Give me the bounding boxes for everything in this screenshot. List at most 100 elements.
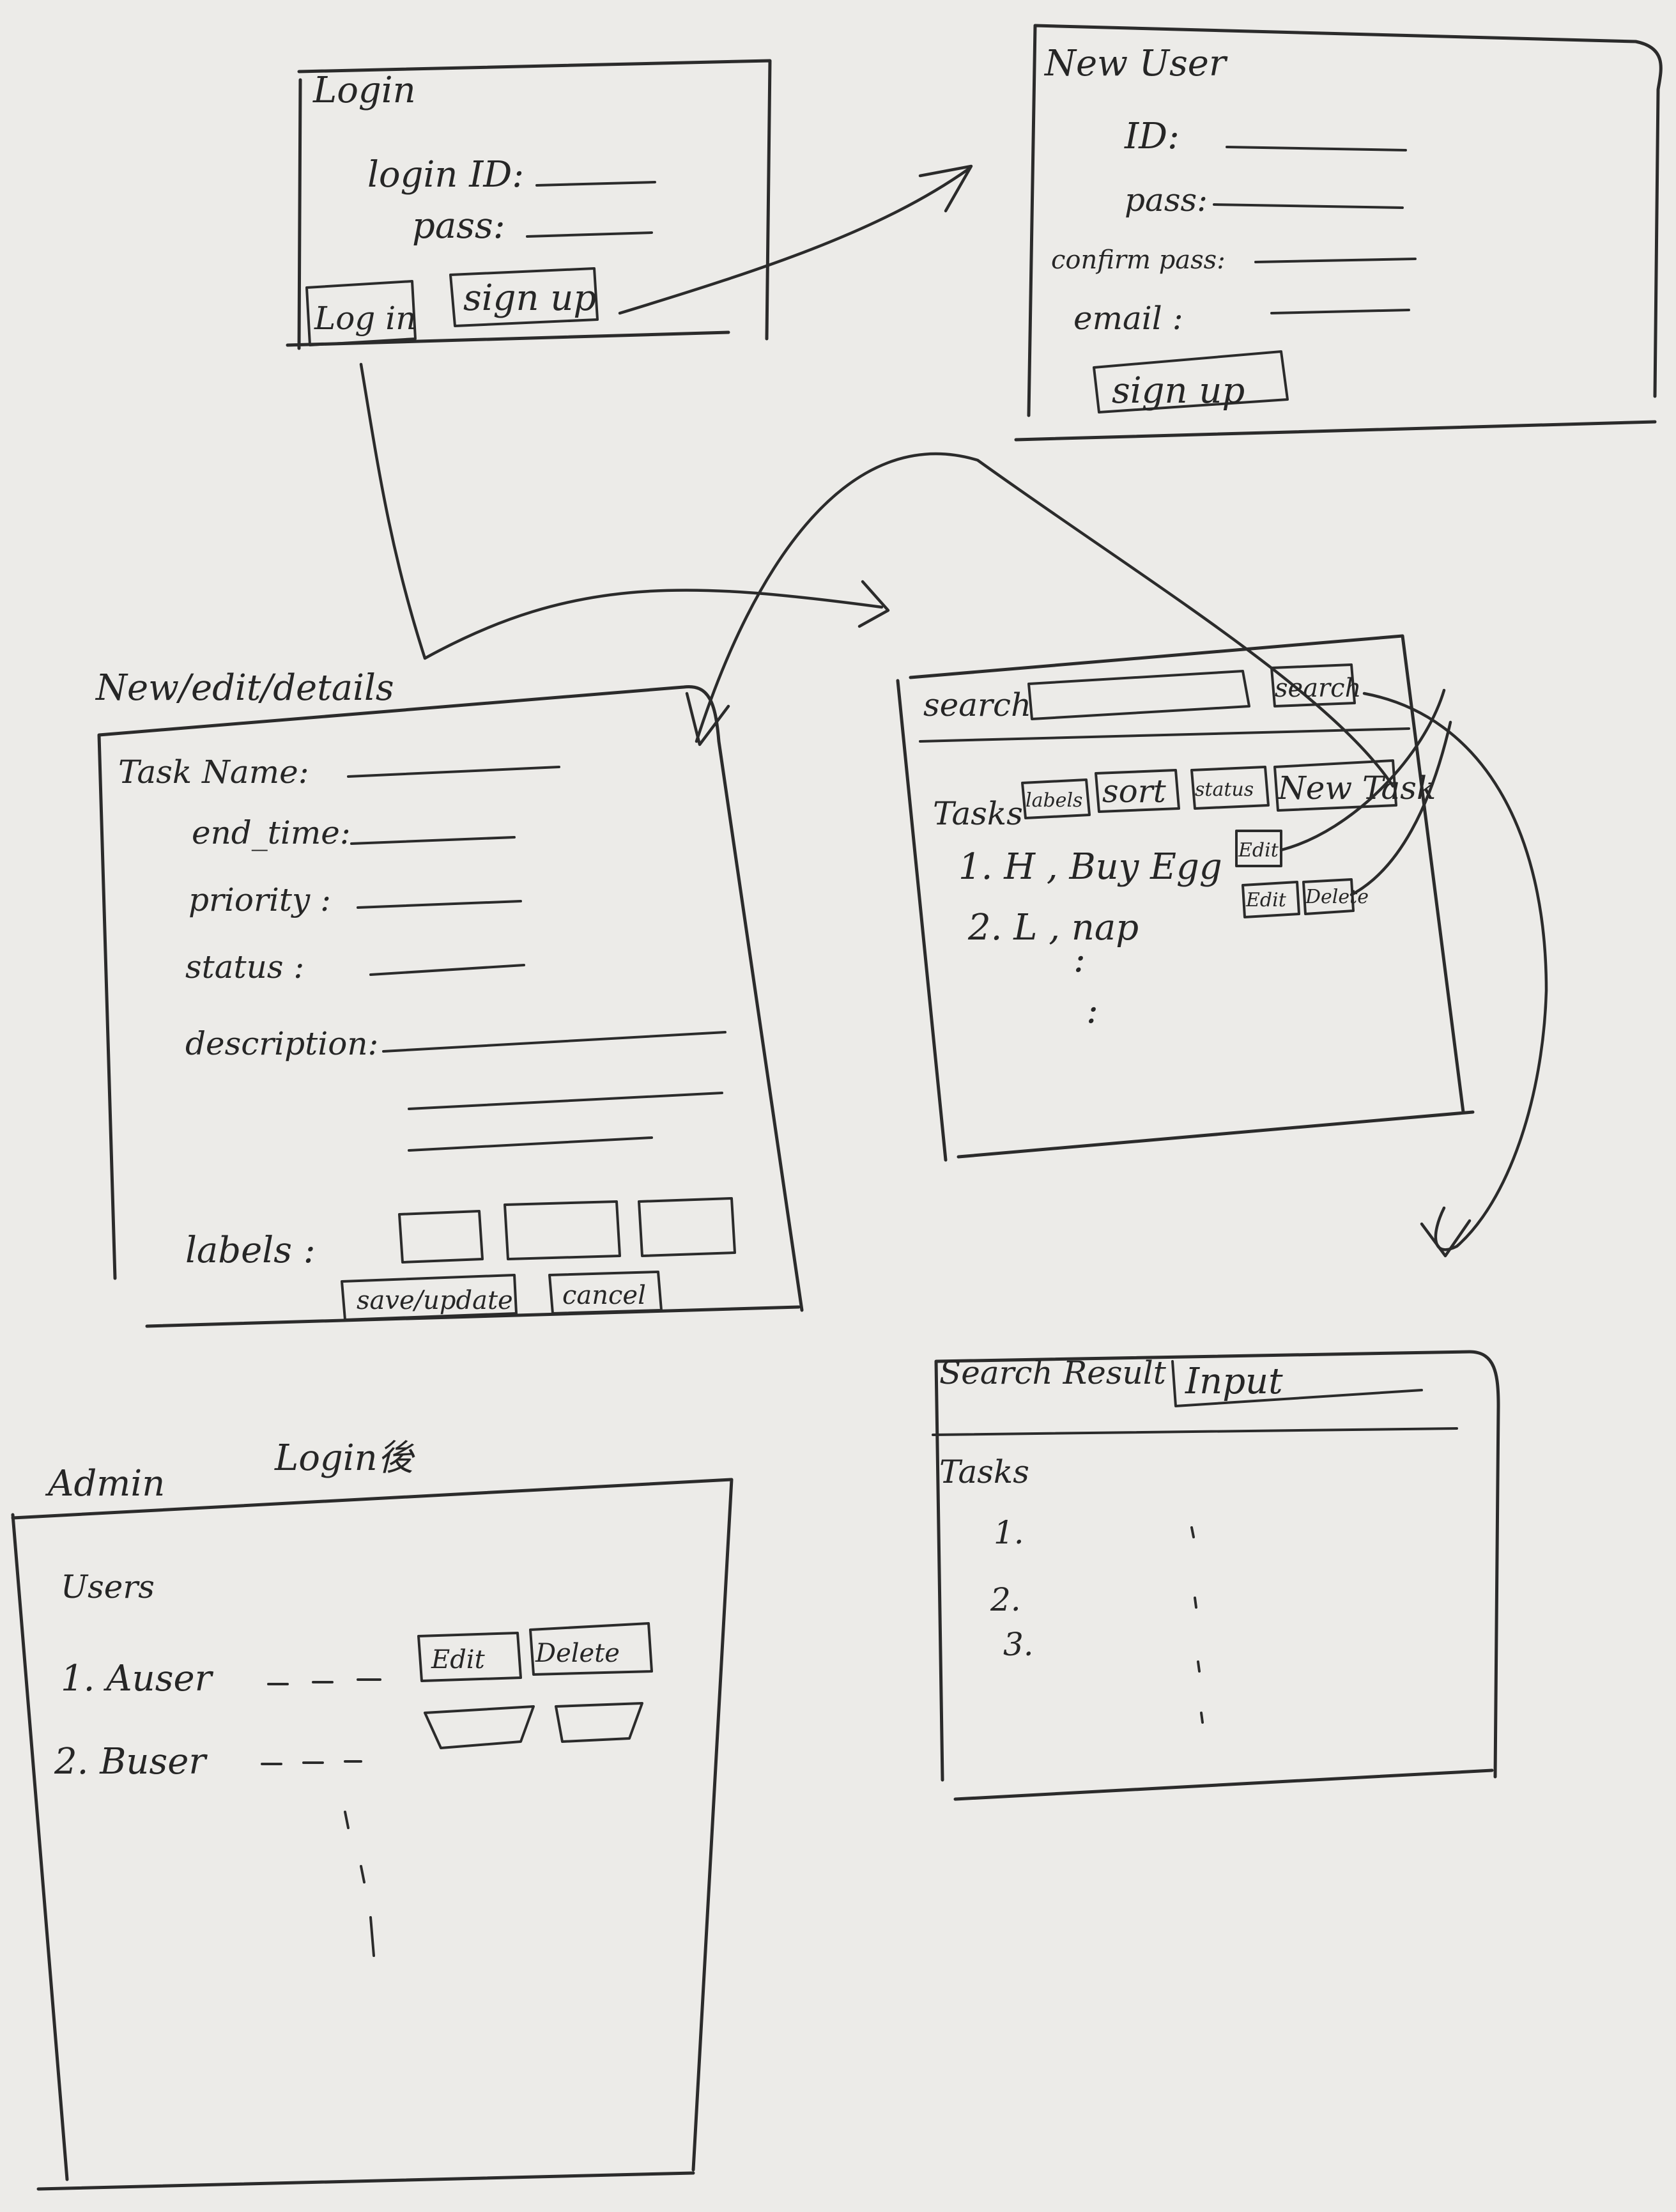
end-time-label: end_time: [192, 814, 351, 851]
arrow-search-to-result [1362, 692, 1548, 1251]
search-result-title: Search Result [939, 1354, 1167, 1391]
user-row-1: 1. Auser [61, 1658, 214, 1699]
user-list-ellipsis [344, 1811, 375, 1957]
user-row-1-edit-label: Edit [431, 1645, 486, 1674]
cancel-label: cancel [562, 1281, 646, 1310]
admin-note: Login後 [274, 1437, 415, 1479]
status-field[interactable] [369, 964, 525, 976]
task-list-ellipsis-2: : [1086, 990, 1098, 1032]
task-row-1-edit-label: Edit [1238, 839, 1279, 862]
user-row-1-delete-button[interactable]: Delete [529, 1622, 653, 1676]
status-button-label: status [1195, 778, 1254, 801]
login-signup-label: sign up [463, 277, 596, 319]
new-user-signup-button[interactable]: sign up [1093, 350, 1289, 414]
arrow-head [1420, 1219, 1472, 1258]
labels-label: labels : [185, 1230, 316, 1271]
arrow-to-new-user [618, 167, 970, 315]
new-user-signup-label: sign up [1112, 370, 1245, 412]
search-result-divider [932, 1427, 1458, 1436]
new-user-pass-field[interactable] [1213, 203, 1404, 209]
sort-button-label: sort [1102, 773, 1167, 810]
search-button-label: search [1275, 674, 1361, 703]
task-name-label: Task Name: [118, 754, 309, 791]
cancel-button[interactable]: cancel [548, 1271, 663, 1315]
input-button[interactable]: Input [1171, 1360, 1423, 1407]
login-signup-button[interactable]: sign up [449, 267, 599, 327]
login-id-field[interactable] [535, 181, 656, 187]
new-user-confirm-field[interactable] [1254, 258, 1417, 263]
new-user-id-field[interactable] [1226, 146, 1407, 151]
label-slot-3[interactable] [638, 1197, 736, 1257]
user-row-2-delete-button[interactable] [555, 1702, 643, 1743]
input-button-label: Input [1185, 1361, 1283, 1402]
description-line-3 [408, 1136, 653, 1152]
arrow-head [918, 164, 973, 213]
task-row-1-edit-button[interactable]: Edit [1235, 830, 1282, 867]
search-input[interactable] [1027, 670, 1250, 720]
search-result-item-2: 2. [990, 1581, 1021, 1618]
admin-title: Admin [45, 1463, 165, 1504]
save-update-button[interactable]: save/update [341, 1274, 518, 1321]
status-label: status : [185, 948, 304, 986]
labels-button[interactable]: labels [1021, 778, 1091, 819]
user-row-2-edit-button[interactable] [424, 1705, 535, 1749]
new-user-title: New User [1043, 43, 1228, 84]
priority-label: priority : [188, 881, 331, 918]
new-user-email-label: email : [1073, 300, 1183, 337]
new-user-email-field[interactable] [1270, 309, 1410, 314]
arrow-head [685, 692, 730, 746]
search-result-item-1: 1. [994, 1514, 1024, 1551]
search-result-tasks-label: Tasks [939, 1453, 1029, 1490]
label-slot-1[interactable] [398, 1210, 484, 1264]
user-row-1-dashes [267, 1678, 381, 1685]
search-result-ellipsis [1190, 1526, 1204, 1724]
task-row-2-edit-button[interactable]: Edit [1242, 881, 1300, 918]
search-result-screen: Search Result Input Tasks 1. 2. 3. [932, 1350, 1500, 1801]
new-user-screen: New User ID: pass: confirm pass: email :… [1014, 24, 1663, 442]
save-update-label: save/update [357, 1286, 513, 1315]
task-list-screen: search search Tasks labels sort status N… [896, 634, 1475, 1162]
user-row-1-edit-button[interactable]: Edit [417, 1632, 522, 1682]
task-name-field[interactable] [347, 766, 560, 778]
search-button[interactable]: search [1270, 663, 1361, 708]
task-row-2-edit-label: Edit [1245, 889, 1287, 911]
arrow-tasks-to-new-edit [695, 452, 1395, 788]
end-time-field[interactable] [350, 836, 516, 845]
login-button[interactable]: Log in [305, 280, 417, 346]
toolbar-divider [919, 727, 1410, 743]
description-field[interactable] [382, 1031, 727, 1053]
new-task-button[interactable]: New Task [1273, 759, 1436, 812]
new-user-pass-label: pass: [1125, 182, 1208, 219]
login-screen: Login login ID: pass: Log in sign up [286, 59, 772, 350]
priority-field[interactable] [357, 900, 522, 909]
arrow-edit-to-new-edit [1279, 688, 1446, 852]
description-line-2 [408, 1092, 723, 1110]
login-button-label: Log in [314, 300, 416, 337]
sort-button[interactable]: sort [1095, 769, 1180, 813]
label-slot-2[interactable] [504, 1200, 621, 1260]
task-row-1: 1. H , Buy Egg [958, 846, 1222, 888]
new-edit-title: New/edit/details [95, 667, 394, 709]
description-label: description: [185, 1025, 378, 1062]
status-button[interactable]: status [1190, 766, 1270, 810]
task-row-2-delete-button[interactable]: Delete [1302, 878, 1369, 915]
login-title: Login [312, 70, 416, 111]
arrow-edit2-to-new-edit [1349, 720, 1452, 897]
search-label: search [923, 686, 1031, 723]
new-user-id-label: ID: [1124, 116, 1180, 157]
new-task-button-label: New Task [1277, 770, 1436, 807]
user-row-2-dashes [261, 1760, 362, 1765]
arrow-login-to-tasks [359, 362, 884, 660]
search-result-item-3: 3. [1003, 1626, 1034, 1663]
user-row-2: 2. Buser [54, 1741, 208, 1783]
new-user-confirm-label: confirm pass: [1051, 245, 1226, 275]
login-pass-label: pass: [412, 205, 505, 247]
tasks-label: Tasks [933, 795, 1023, 832]
admin-screen: Admin Login後 Users 1. Auser Edit Delete … [11, 1437, 734, 2191]
login-pass-field[interactable] [526, 231, 653, 238]
new-edit-screen: New/edit/details Task Name: end_time: pr… [95, 667, 804, 1328]
arrow-head [857, 580, 890, 628]
task-row-2: 2. L , nap [967, 907, 1139, 948]
users-label: Users [61, 1568, 155, 1605]
